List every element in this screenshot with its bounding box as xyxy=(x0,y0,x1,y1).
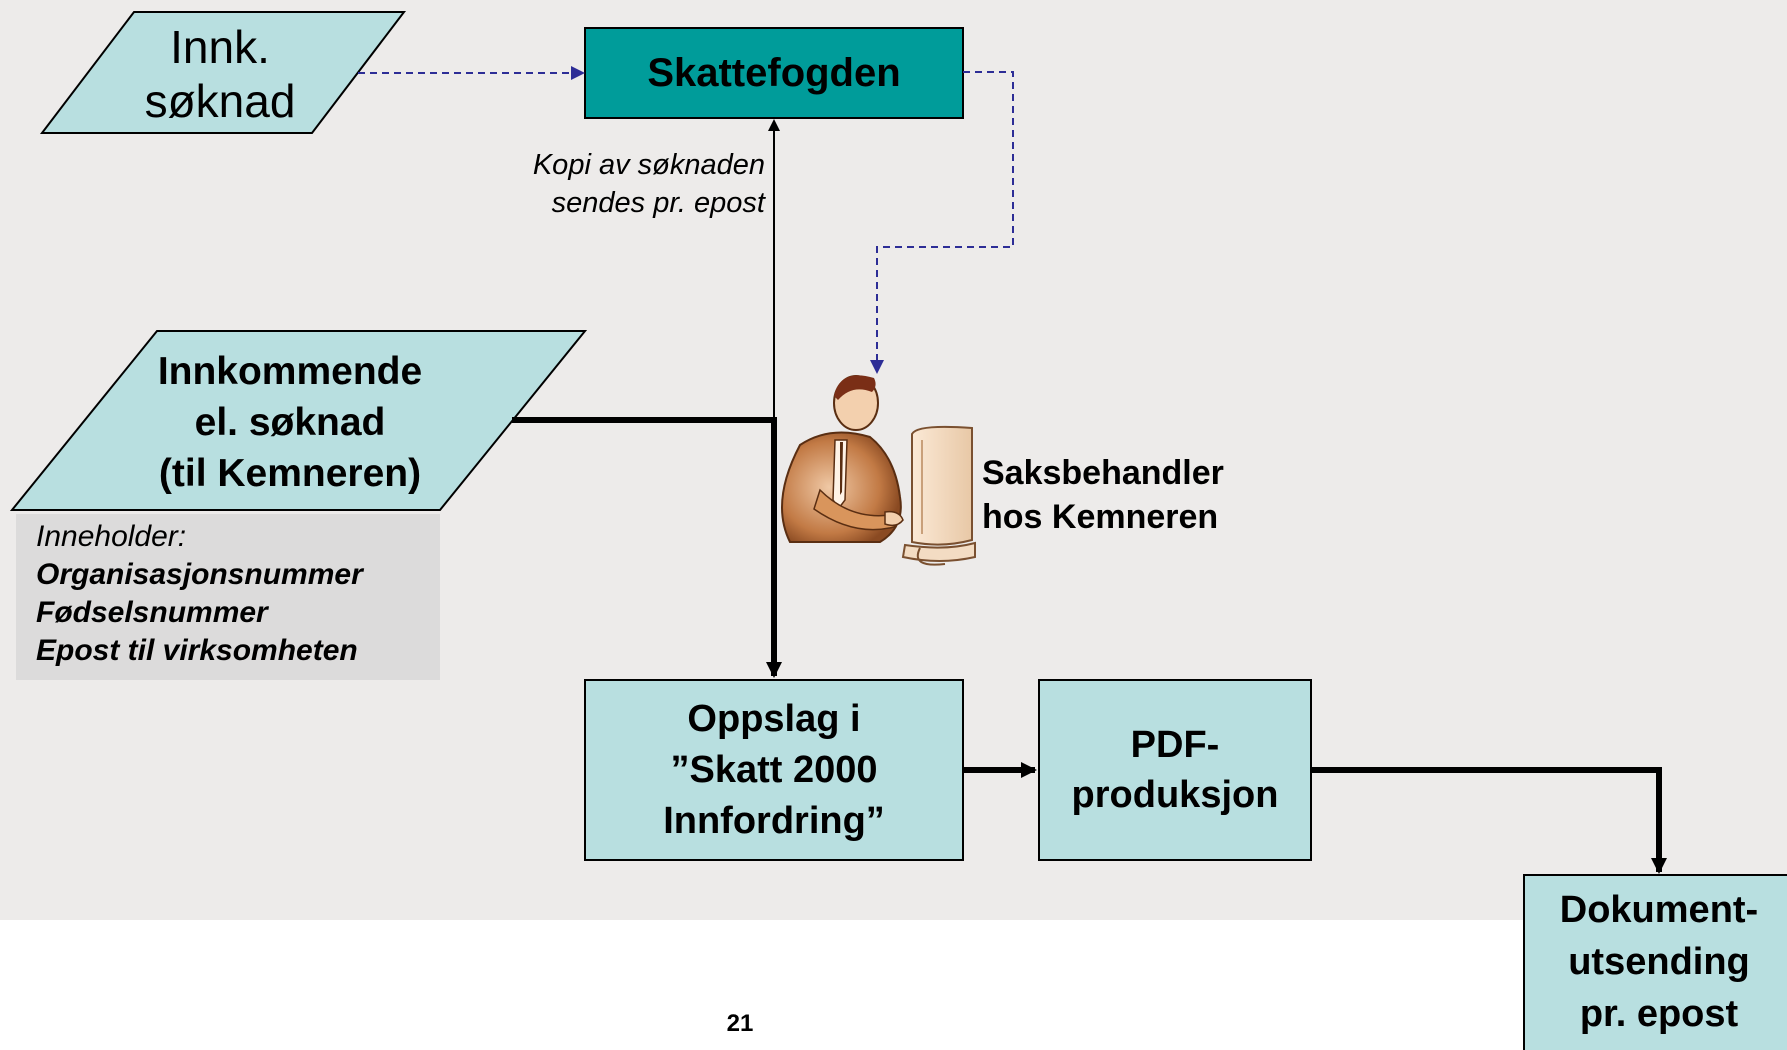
dokument-line2: utsending xyxy=(1568,941,1750,983)
kopi-annotation: Kopi av søknaden sendes pr. epost xyxy=(480,146,765,222)
innkommende-line1: Innkommende xyxy=(157,350,423,393)
dashed-arrow-skattefogden-to-saksbehandler xyxy=(870,71,1014,374)
saksbehandler-line2: hos Kemneren xyxy=(982,498,1219,536)
oppslag-line1: Oppslag i xyxy=(687,697,861,740)
person-at-computer-icon xyxy=(781,375,976,566)
dokument-shape xyxy=(1523,874,1787,1050)
oppslag-line3: Innfordring” xyxy=(663,799,885,842)
dokument-line1: Dokument- xyxy=(1559,889,1759,931)
info-item: Fødselsnummer xyxy=(36,596,268,629)
innkommende-label: Innkommende el. søknad (til Kemneren) xyxy=(110,340,470,505)
kopi-line2: sendes pr. epost xyxy=(551,187,765,219)
saksbehandler-line1: Saksbehandler xyxy=(982,454,1224,492)
info-box: Inneholder: Organisasjonsnummer Fødselsn… xyxy=(16,514,440,680)
dokument-line3: pr. epost xyxy=(1579,993,1739,1035)
pdf-shape xyxy=(1038,679,1312,861)
innk-soknad-line1: Innk. xyxy=(170,21,270,73)
oppslag-shape xyxy=(584,679,964,861)
pdf-line2: produksjon xyxy=(1071,774,1279,816)
arrow-pdf-to-dokument xyxy=(1311,767,1667,874)
info-item: Organisasjonsnummer xyxy=(36,558,363,591)
pdf-line1: PDF- xyxy=(1130,724,1220,766)
innk-soknad-label: Innk. søknad xyxy=(110,18,330,130)
oppslag-line2: ”Skatt 2000 xyxy=(670,748,878,791)
innkommende-line2: el. søknad xyxy=(194,401,386,444)
arrow-innkommende-to-oppslag xyxy=(512,417,782,678)
page-number: 21 xyxy=(726,1010,754,1037)
innk-soknad-line2: søknad xyxy=(144,75,296,127)
dokument-label: Dokument- utsending pr. epost xyxy=(1524,884,1787,1050)
innkommende-shape xyxy=(9,330,588,511)
info-heading: Inneholder: xyxy=(36,520,187,553)
innk-soknad-shape xyxy=(39,11,407,134)
oppslag-label: Oppslag i ”Skatt 2000 Innfordring” xyxy=(585,680,963,860)
info-item: Epost til virksomheten xyxy=(36,634,358,667)
pdf-label: PDF- produksjon xyxy=(1039,680,1311,860)
kopi-line1: Kopi av søknaden xyxy=(532,149,765,181)
innkommende-line3: (til Kemneren) xyxy=(158,452,422,495)
skattefogden-shape xyxy=(584,27,964,119)
saksbehandler-label: Saksbehandler hos Kemneren xyxy=(982,445,1282,545)
skattefogden-label: Skattefogden xyxy=(647,50,901,95)
